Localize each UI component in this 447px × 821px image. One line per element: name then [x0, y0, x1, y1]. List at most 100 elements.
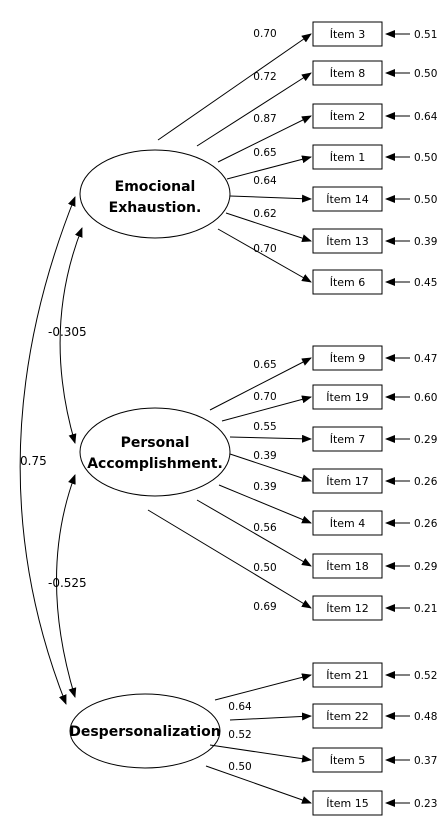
loading-path — [229, 712, 312, 721]
error-label: 0.29 — [414, 434, 437, 446]
loading-path — [196, 72, 312, 147]
item-box — [312, 790, 383, 816]
corr-label-ee-pa: -0.305 — [48, 325, 87, 339]
loading-path — [205, 765, 312, 804]
corr-label-pa-dp: -0.525 — [48, 576, 87, 590]
loading-path — [226, 155, 312, 180]
item-label: Ítem 13 — [326, 235, 369, 248]
loading-path — [221, 395, 312, 422]
loading-path — [209, 744, 312, 763]
factor-label-line: Personal — [121, 435, 190, 451]
item-label: Ítem 3 — [330, 28, 366, 41]
item-label: Ítem 12 — [326, 602, 369, 615]
loading-path — [218, 484, 312, 524]
item-box — [312, 553, 383, 579]
loading-path — [217, 228, 312, 283]
error-label: 0.60 — [414, 392, 437, 404]
item-group: Ítem 130.620.39 — [225, 208, 437, 254]
item-box — [312, 269, 383, 295]
item-label: Ítem 19 — [326, 391, 369, 404]
loading-label: 0.64 — [253, 175, 277, 187]
loading-path — [209, 357, 312, 411]
loading-path — [217, 115, 312, 163]
error-label: 0.50 — [414, 68, 437, 80]
item-group: Ítem 220.640.48 — [228, 701, 437, 729]
error-label: 0.26 — [414, 518, 438, 530]
item-group: Ítem 14 0.64 0.50 — [229, 175, 437, 212]
loading-label: 0.39 — [253, 450, 276, 462]
item-box — [312, 468, 383, 494]
item-group: Ítem 9 0.65 0.47 — [209, 345, 437, 411]
item-label: Ítem 15 — [326, 797, 369, 810]
loading-label: 0.72 — [253, 71, 276, 83]
error-label: 0.50 — [414, 194, 437, 206]
item-group: Ítem 70.550.29 — [229, 421, 437, 452]
item-group: Ítem 150.500.23 — [205, 761, 437, 816]
item-group: Ítem 120.500.21 — [147, 509, 437, 621]
item-box — [312, 747, 383, 773]
error-label: 0.64 — [414, 111, 438, 123]
loading-label: 0.70 — [253, 391, 276, 403]
error-label: 0.26 — [414, 476, 438, 488]
factor-label-line: Emocional — [115, 179, 196, 195]
loading-label: 0.62 — [253, 208, 276, 220]
factor-label-line: Accomplishment. — [87, 456, 223, 472]
item-label: Ítem 14 — [326, 193, 369, 206]
loading-path — [229, 453, 312, 482]
loading-label: 0.65 — [253, 359, 276, 371]
loading-label: 0.65 — [253, 147, 276, 159]
loading-path — [214, 673, 312, 701]
item-box — [312, 345, 383, 371]
loading-label: 0.39 — [253, 481, 276, 493]
item-label: Ítem 17 — [326, 475, 369, 488]
item-label: Ítem 9 — [330, 352, 366, 365]
error-label: 0.47 — [414, 353, 437, 365]
factor-dp: Despersonalization — [69, 693, 221, 769]
item-label: Ítem 21 — [326, 669, 369, 682]
item-box — [312, 662, 383, 688]
error-label: 0.51 — [414, 29, 437, 41]
item-label: Ítem 5 — [330, 754, 366, 767]
factor-label-line: Despersonalization — [69, 724, 221, 740]
loading-label: 0.64 — [228, 701, 252, 713]
loading-path — [147, 509, 312, 609]
item-group: Ítem 21 0.69 0.52 — [214, 601, 437, 701]
item-label: Ítem 1 — [330, 151, 366, 164]
error-label: 0.37 — [414, 755, 437, 767]
loading-label: 0.69 — [253, 601, 276, 613]
factor-ellipse — [79, 149, 231, 239]
item-group: Ítem 180.560.29 — [196, 499, 437, 579]
factor-label-line: Exhaustion. — [109, 200, 202, 216]
corr-label-ee-dp: 0.75 — [20, 454, 47, 468]
factor-pa: Personal Accomplishment. — [79, 407, 231, 497]
loading-path — [157, 33, 312, 141]
loading-path — [229, 194, 312, 203]
item-box — [312, 60, 383, 86]
item-label: Ítem 4 — [330, 517, 366, 530]
item-label: Ítem 7 — [330, 433, 366, 446]
loading-label: 0.52 — [228, 729, 251, 741]
item-group: Ítem 3 0.70 0.51 — [157, 21, 437, 141]
item-box — [312, 144, 383, 170]
item-group: Ítem 19 0.70 0.60 — [221, 384, 437, 422]
error-label: 0.29 — [414, 561, 437, 573]
error-label: 0.52 — [414, 670, 437, 682]
item-box — [312, 703, 383, 729]
factor-ee: Emocional Exhaustion. — [79, 149, 231, 239]
loading-path — [229, 434, 312, 443]
item-box — [312, 426, 383, 452]
loading-label: 0.70 — [253, 28, 276, 40]
item-box — [312, 595, 383, 621]
loading-path — [225, 212, 312, 242]
item-box — [312, 186, 383, 212]
item-group: Ítem 60.700.45 — [217, 228, 437, 295]
item-label: Ítem 2 — [330, 110, 366, 123]
correlation-arcs: -0.305 -0.525 0.75 — [19, 196, 87, 705]
item-box — [312, 21, 383, 47]
item-box — [312, 228, 383, 254]
loading-label: 0.87 — [253, 113, 276, 125]
item-box — [312, 103, 383, 129]
loading-label: 0.50 — [228, 761, 251, 773]
